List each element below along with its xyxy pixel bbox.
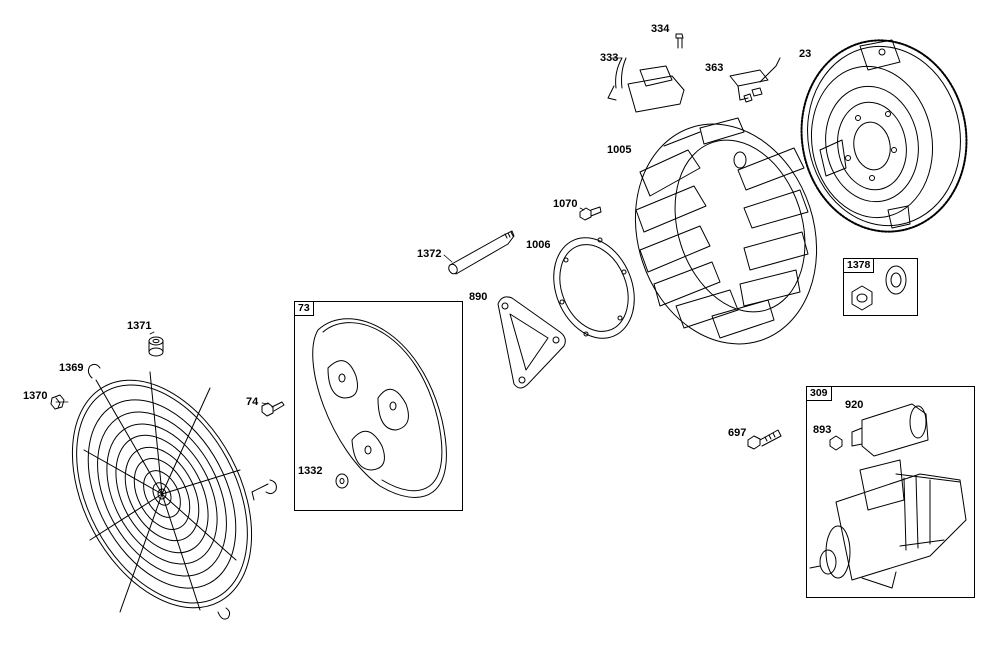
nut-washer [851, 265, 907, 311]
gasket-1006 [553, 237, 635, 339]
fan-flywheel [634, 117, 818, 345]
callout-1369: 1369 [59, 362, 84, 374]
callout-1006: 1006 [526, 239, 551, 251]
bolt-1070 [579, 206, 602, 221]
callout-23: 23 [799, 48, 812, 60]
frame-309 [806, 386, 975, 598]
callout-1332: 1332 [298, 465, 323, 477]
disc-plate [312, 318, 447, 498]
callout-1005: 1005 [607, 144, 632, 156]
frame-label-1378: 1378 [844, 259, 875, 273]
callout-334: 334 [651, 23, 670, 35]
ignition-coil [607, 57, 685, 113]
ring-gear [800, 39, 968, 233]
starter-motor [809, 459, 967, 589]
frame-1378 [843, 258, 918, 316]
nut-893 [829, 435, 843, 451]
callout-1070: 1070 [553, 198, 578, 210]
callout-890: 890 [469, 291, 488, 303]
screw-74 [261, 401, 285, 417]
frame-label-309: 309 [807, 387, 832, 401]
callout-333: 333 [600, 52, 619, 64]
callout-74: 74 [246, 396, 259, 408]
frame-73 [294, 301, 463, 511]
spacer-1371 [148, 336, 164, 357]
terminal-363 [729, 57, 781, 103]
solenoid-920 [851, 403, 929, 457]
callout-920: 920 [845, 399, 864, 411]
bolt-697 [747, 429, 782, 450]
callout-1371: 1371 [127, 320, 152, 332]
leader-lines [55, 57, 623, 405]
bracket-890 [497, 296, 566, 389]
callout-363: 363 [705, 62, 724, 74]
callout-893: 893 [813, 424, 832, 436]
frame-label-73: 73 [295, 302, 314, 316]
bolt-1370 [50, 394, 65, 410]
fan-guard [71, 363, 277, 620]
stud-1372 [448, 230, 515, 275]
callout-1370: 1370 [23, 390, 48, 402]
callout-1372: 1372 [417, 248, 442, 260]
callout-697: 697 [728, 427, 747, 439]
screw-334 [675, 33, 684, 49]
